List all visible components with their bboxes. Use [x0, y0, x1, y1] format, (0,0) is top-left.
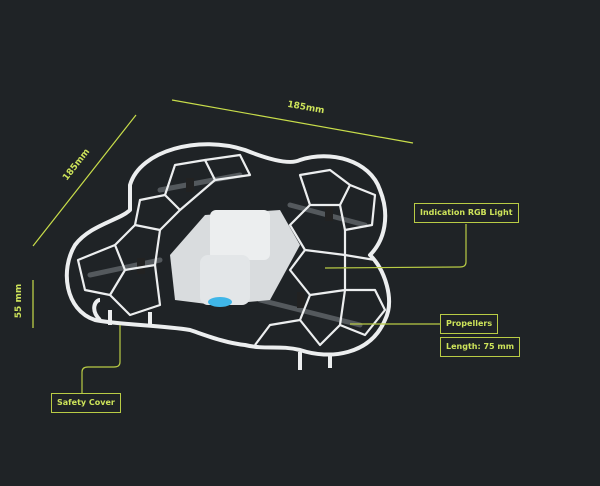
- dimension-lines: [32, 99, 414, 328]
- height-dimension-label: 55 mm: [14, 283, 25, 319]
- rgb-light: [208, 297, 232, 307]
- callout-rgb-light: Indication RGB Light: [414, 203, 519, 223]
- drone: [64, 142, 391, 370]
- width-dimension-line: [171, 99, 414, 144]
- depth-dimension-line: [32, 114, 137, 247]
- callout-safety-cover: Safety Cover: [51, 393, 121, 413]
- callout-propellers: Propellers: [440, 314, 499, 334]
- callout-prop-length: Length: 75 mm: [440, 337, 521, 357]
- callout-lines: [81, 224, 467, 393]
